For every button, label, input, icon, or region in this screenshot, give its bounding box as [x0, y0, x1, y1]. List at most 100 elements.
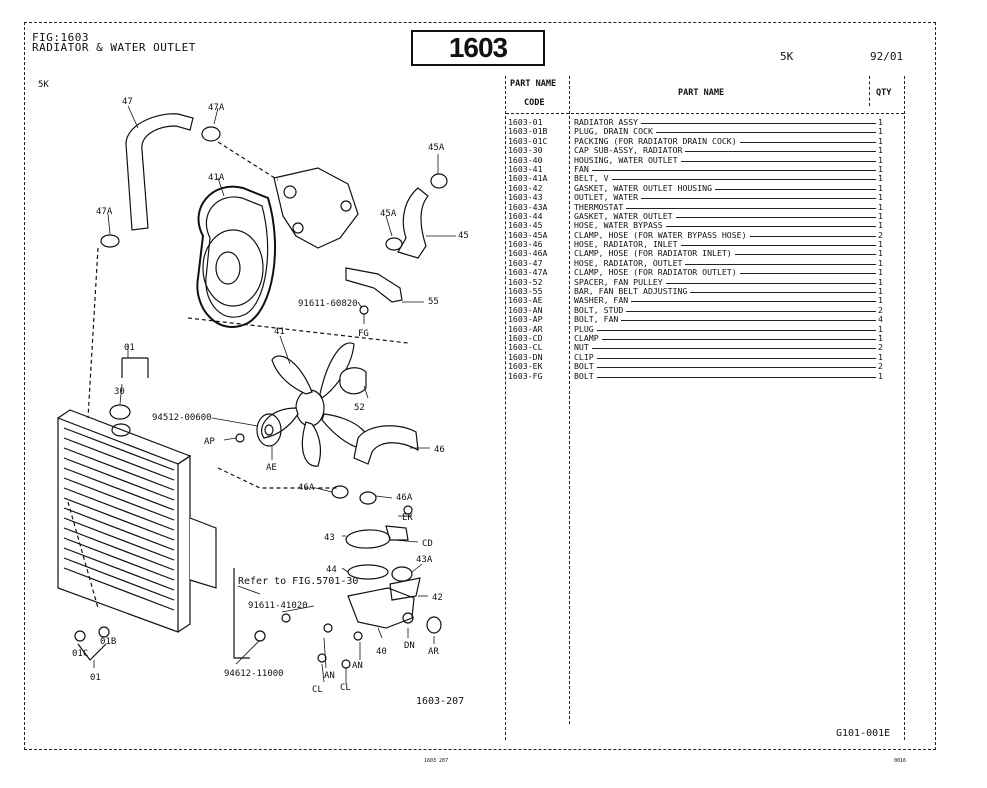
part-code: 1603-42 — [508, 182, 543, 193]
part-code: 1603-01B — [508, 126, 548, 137]
table-row: 1603-52 SPACER, FAN PULLEY 1 — [508, 276, 902, 288]
gasket-42-drawing — [389, 577, 421, 601]
part-name: HOSE, RADIATOR, OUTLET — [574, 258, 686, 269]
callout-55: 55 — [428, 297, 439, 307]
part-name: CLAMP, HOSE (FOR RADIATOR INLET) — [574, 249, 735, 259]
callout-45a-mid: 45A — [380, 209, 397, 219]
leader-line — [578, 320, 876, 322]
part-code: 1603-01 — [508, 117, 543, 127]
part-code: 1603-EK — [508, 361, 543, 372]
leader-line — [578, 216, 876, 218]
callout-91611-41020: 91611-41020 — [248, 601, 308, 611]
part-name: BELT, V — [574, 173, 612, 184]
leader-line — [578, 123, 876, 124]
leader-line — [578, 151, 876, 153]
part-name: SPACER, FAN PULLEY — [574, 277, 666, 288]
page-ref-left: 1603 207 — [424, 758, 449, 764]
callout-ar: AR — [428, 647, 439, 657]
part-qty: 1 — [878, 154, 883, 165]
leader-line — [578, 357, 876, 359]
clamp-45a-top-drawing — [430, 173, 448, 189]
part-name: HOSE, WATER BYPASS — [574, 220, 666, 231]
part-qty: 1 — [878, 257, 883, 268]
callout-ap: AP — [204, 437, 215, 447]
part-name: GASKET, WATER OUTLET HOUSING — [574, 183, 716, 194]
leader-line — [578, 338, 876, 340]
part-code: 1603-52 — [508, 276, 543, 287]
part-code: 1603-46 — [508, 239, 543, 250]
col-header-code-line1: PART NAME — [510, 79, 557, 89]
plug-ar-drawing — [426, 616, 442, 634]
part-qty: 1 — [878, 192, 883, 203]
part-qty: 4 — [878, 314, 883, 325]
exploded-parts-diagram: 47 47A 47A 41A 45A 45A 45 55 91611-60820… — [57, 97, 469, 695]
callout-cl-2: CL — [340, 683, 351, 693]
callout-40: 40 — [376, 647, 387, 657]
part-name: RADIATOR ASSY — [574, 117, 642, 128]
part-qty: 1 — [878, 370, 883, 381]
callout-an-2: AN — [352, 661, 363, 671]
leader-line — [578, 198, 876, 200]
leader-line — [578, 179, 876, 181]
leader-line — [578, 245, 876, 247]
part-code: 1603-45A — [508, 229, 548, 240]
table-row: 1603-45A CLAMP, HOSE (FOR WATER BYPASS HO… — [508, 229, 902, 241]
callout-41a: 41A — [208, 173, 225, 183]
part-qty: 1 — [878, 267, 883, 278]
part-name: GASKET, WATER OUTLET — [574, 211, 676, 222]
table-row: 1603-42 GASKET, WATER OUTLET HOUSING 1 — [508, 182, 902, 194]
part-name: BOLT, FAN — [574, 314, 622, 325]
part-code: 1603-45 — [508, 220, 543, 231]
part-code: 1603-DN — [508, 351, 543, 362]
part-name: CLAMP — [574, 333, 602, 344]
nut-cl-2-drawing — [341, 659, 351, 669]
bolt-ap-drawing — [235, 433, 245, 443]
part-qty: 1 — [878, 182, 883, 193]
drain-packing-drawing — [98, 626, 110, 638]
adjusting-bar-drawing — [345, 267, 403, 303]
callout-an-1: AN — [324, 671, 335, 681]
leader-line — [578, 367, 876, 369]
part-name: THERMOSTAT — [574, 202, 627, 212]
hose-47-drawing — [125, 113, 194, 231]
part-qty: 1 — [878, 248, 883, 259]
callout-94512-00600: 94512-00600 — [152, 413, 212, 423]
part-name: PLUG — [574, 324, 597, 334]
water-outlet-drawing — [345, 529, 391, 549]
radiator-cap-drawing — [109, 404, 131, 420]
part-name: CLIP — [574, 352, 597, 363]
leader-line — [578, 226, 876, 228]
figure-title: RADIATOR & WATER OUTLET — [32, 41, 196, 54]
part-qty: 1 — [878, 173, 883, 184]
clamp-cd-drawing — [385, 525, 409, 541]
callout-01c: 01C — [72, 649, 88, 659]
part-code: 1603-44 — [508, 210, 543, 221]
clamp-47a-left-drawing — [100, 234, 120, 248]
callout-47a-top: 47A — [208, 103, 225, 113]
part-qty: 1 — [878, 276, 883, 287]
leader-line — [578, 329, 876, 331]
part-name: CLAMP, HOSE (FOR RADIATOR OUTLET) — [574, 267, 740, 278]
thermostat-drawing — [391, 566, 413, 582]
drain-plug-drawing — [74, 630, 86, 642]
part-qty: 2 — [878, 229, 883, 240]
leader-line — [578, 348, 876, 350]
leader-line — [578, 301, 876, 303]
leader-line — [578, 310, 876, 312]
header-model: 5K — [780, 50, 794, 63]
part-name: PACKING (FOR RADIATOR DRAIN COCK) — [574, 136, 740, 147]
hose-45-drawing — [397, 187, 429, 259]
callout-45: 45 — [458, 231, 469, 241]
part-qty: 2 — [878, 304, 883, 315]
part-name: CLAMP, HOSE (FOR WATER BYPASS HOSE) — [574, 230, 750, 241]
part-name: BOLT, STUD — [574, 305, 627, 316]
v-belt-drawing — [196, 185, 277, 328]
figure-number-box: 1603 — [411, 30, 545, 66]
